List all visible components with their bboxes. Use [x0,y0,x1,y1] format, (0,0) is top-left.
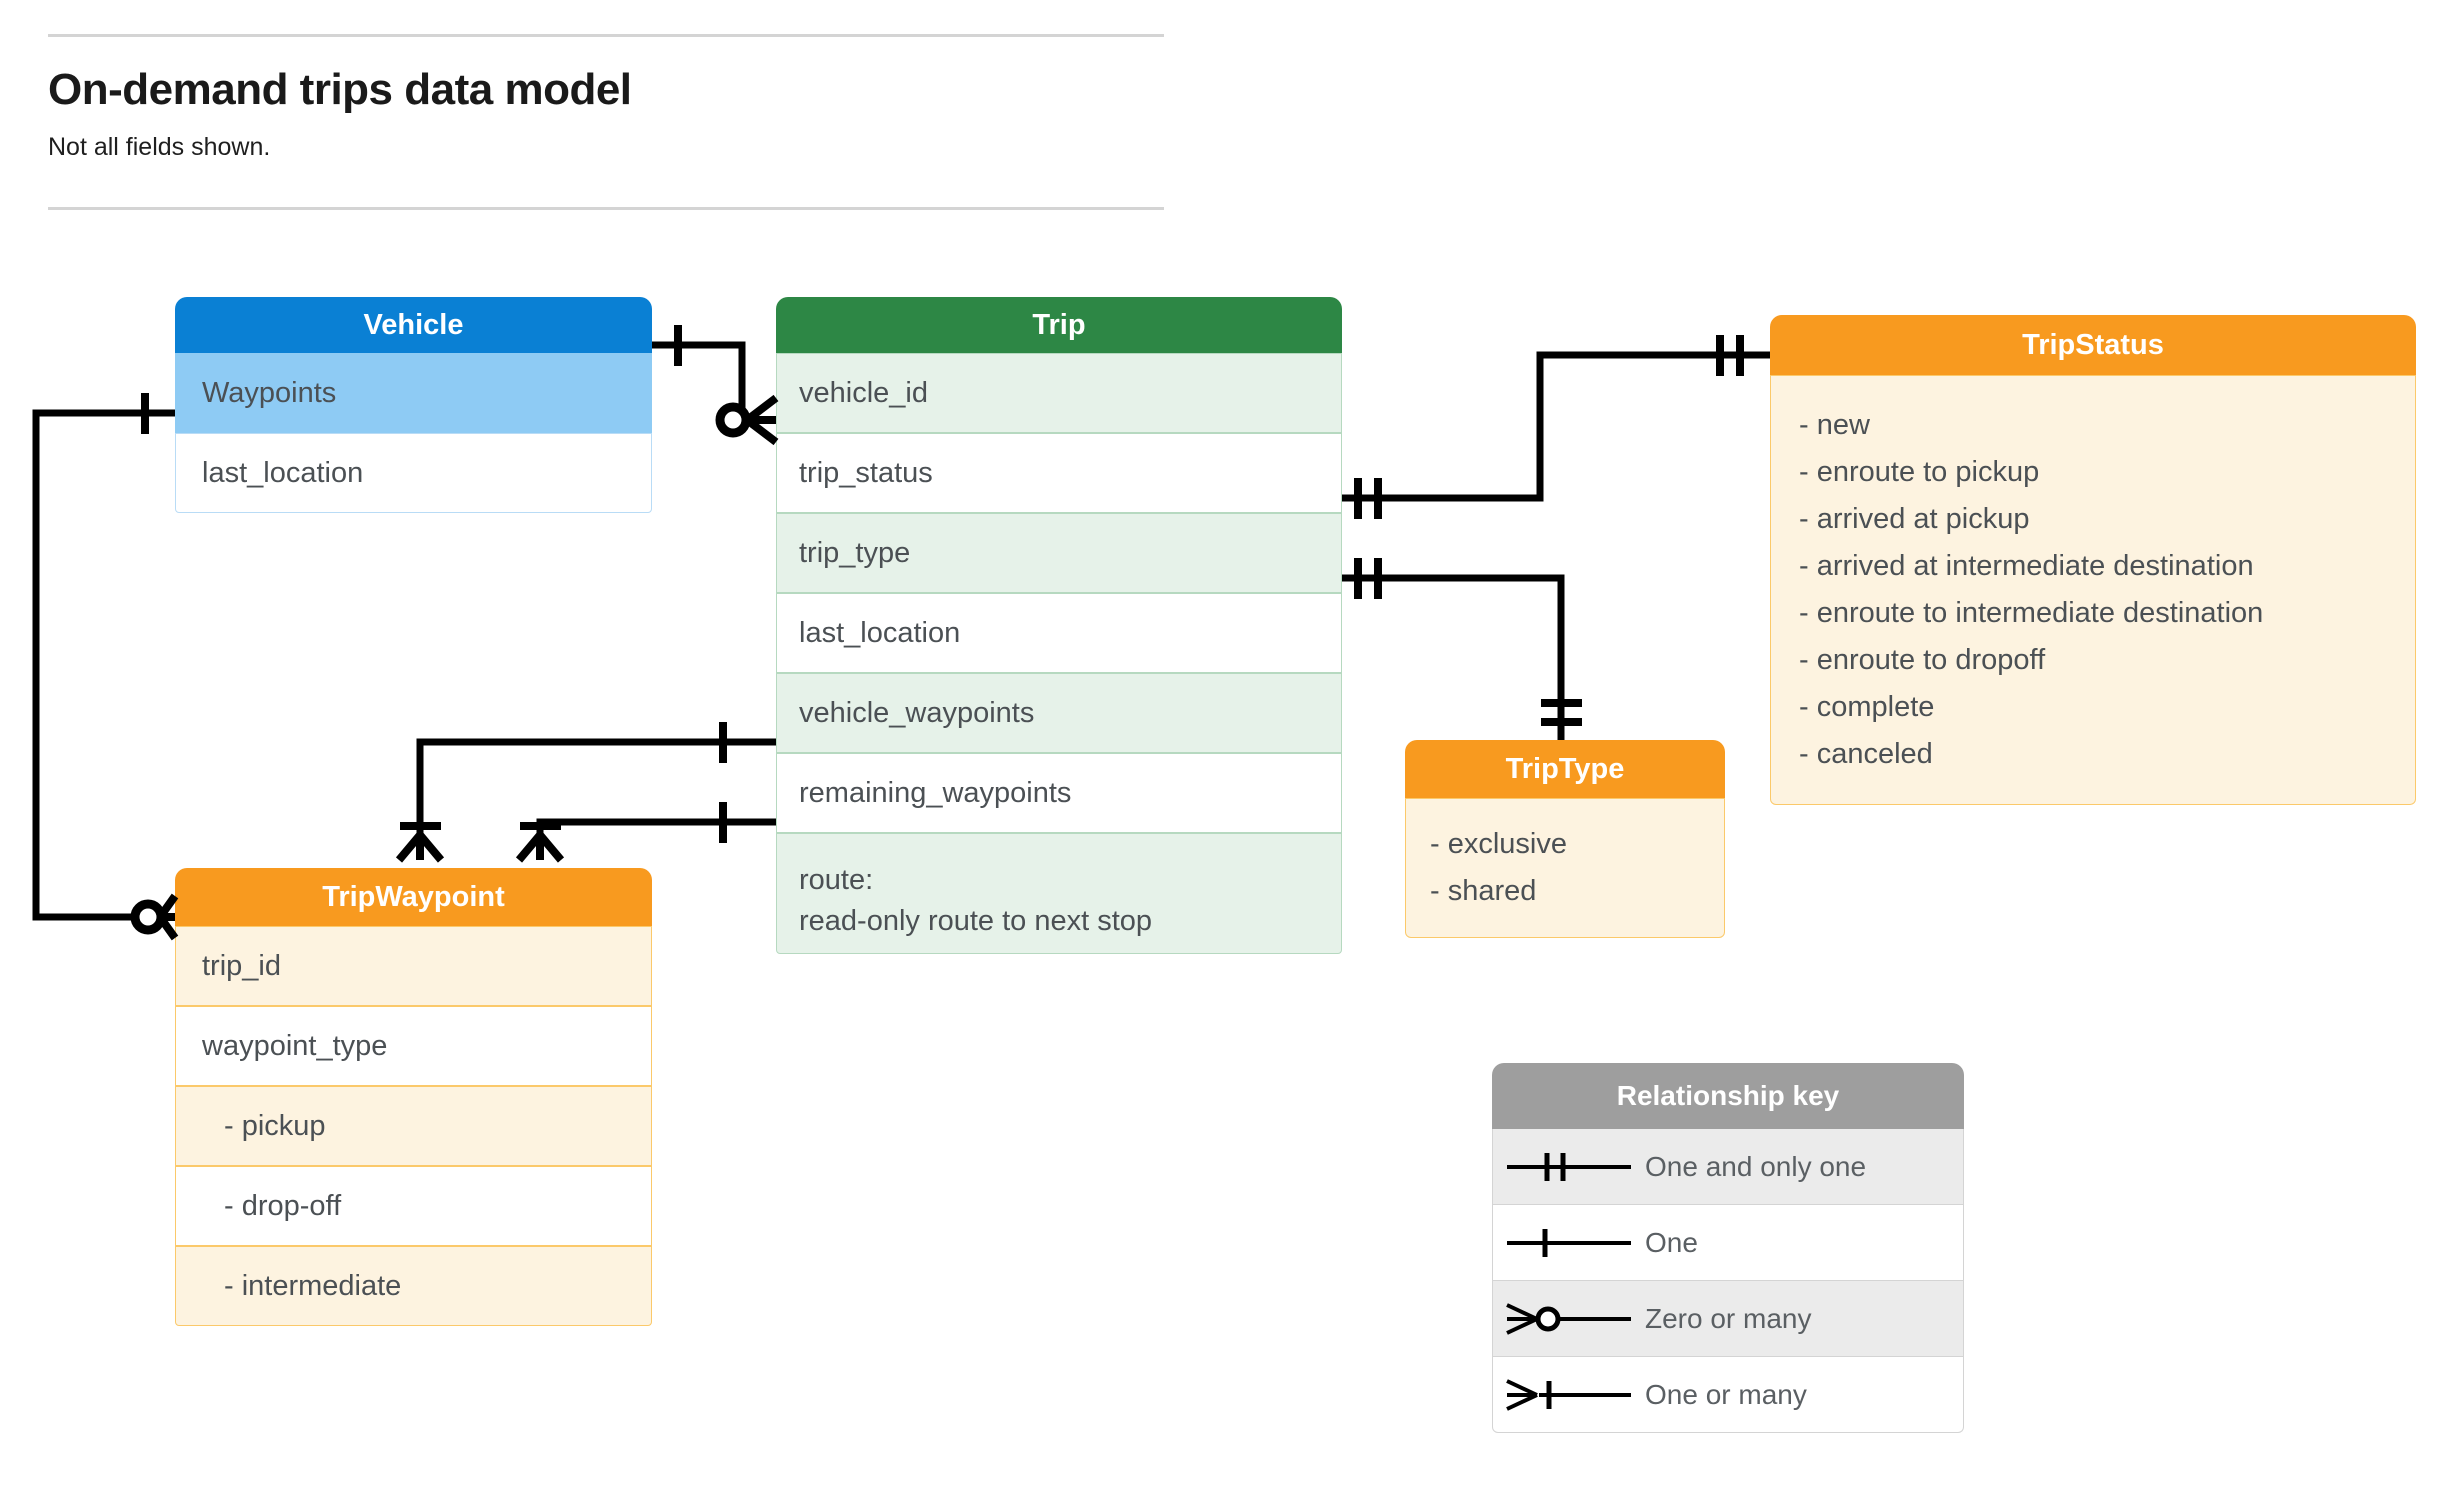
entity-tripstatus-title: TripStatus [1770,315,2416,375]
relationship-key-legend: Relationship key One and only one One [1492,1063,1964,1433]
field-trip-route-description: read-only route to next stop [799,905,1153,938]
entity-triptype-title: TripType [1405,740,1725,798]
field-trip-last-location[interactable]: last_location [776,593,1342,673]
page-subtitle: Not all fields shown. [48,133,271,161]
tripstatus-value: - enroute to dropoff [1799,643,2046,676]
tripstatus-value: - arrived at pickup [1799,502,2030,535]
field-trip-vehicle-id[interactable]: vehicle_id [776,353,1342,433]
legend-row-one-or-many: One or many [1492,1357,1964,1433]
one-and-only-one-icon [1493,1147,1645,1187]
legend-label: One and only one [1645,1150,1867,1182]
entity-triptype[interactable]: TripType - exclusive - shared [1405,740,1725,938]
legend-label: One [1645,1226,1698,1258]
connector-trip-type-to-triptype [1342,574,1565,740]
entity-triptype-values: - exclusive - shared [1405,798,1725,938]
entity-vehicle[interactable]: Vehicle Waypoints last_location [175,297,652,513]
tripstatus-value: - canceled [1799,737,1933,770]
relationship-key-title: Relationship key [1492,1063,1964,1129]
tripstatus-value: - complete [1799,690,1935,723]
tripstatus-value: - enroute to pickup [1799,455,2040,488]
tripstatus-value: - arrived at intermediate destination [1799,549,2254,582]
entity-tripstatus-values: - new - enroute to pickup - arrived at p… [1770,375,2416,805]
field-tripwaypoint-value-dropoff[interactable]: - drop-off [175,1166,652,1246]
connector-trip-status-to-tripstatus [1342,351,1770,502]
field-trip-trip-status[interactable]: trip_status [776,433,1342,513]
page-title: On-demand trips data model [48,65,632,114]
tripstatus-value: - new [1799,409,1870,441]
triptype-value: - exclusive [1430,828,1567,860]
legend-row-one-and-only-one: One and only one [1492,1129,1964,1205]
entity-trip-title: Trip [776,297,1342,353]
entity-tripstatus[interactable]: TripStatus - new - enroute to pickup - a… [1770,315,2416,805]
field-trip-trip-type[interactable]: trip_type [776,513,1342,593]
one-icon [1493,1223,1645,1263]
header-divider-bottom [48,207,1164,210]
connector-vehicle-to-trip [652,341,750,424]
field-trip-remaining-waypoints[interactable]: remaining_waypoints [776,753,1342,833]
triptype-value: - shared [1430,874,1537,907]
connector-vehicle-waypoints-to-tripwaypoint [32,409,175,921]
entity-tripwaypoint-title: TripWaypoint [175,868,652,926]
entity-tripwaypoint[interactable]: TripWaypoint trip_id waypoint_type - pic… [175,868,652,1326]
legend-row-zero-or-many: Zero or many [1492,1281,1964,1357]
field-vehicle-last-location[interactable]: last_location [175,433,652,513]
entity-trip[interactable]: Trip vehicle_id trip_status trip_type la… [776,297,1342,954]
legend-label: One or many [1645,1378,1807,1410]
connector-vehicle-waypoints-field-to-tripwaypoint [416,738,776,860]
zero-or-many-icon [1493,1299,1645,1339]
field-tripwaypoint-trip-id[interactable]: trip_id [175,926,652,1006]
field-tripwaypoint-value-pickup[interactable]: - pickup [175,1086,652,1166]
field-trip-route-note: route: read-only route to next stop [776,833,1342,954]
one-or-many-icon [1493,1375,1645,1415]
legend-row-one: One [1492,1205,1964,1281]
field-tripwaypoint-waypoint-type[interactable]: waypoint_type [175,1006,652,1086]
tripstatus-value: - enroute to intermediate destination [1799,596,2264,629]
field-vehicle-waypoints[interactable]: Waypoints [175,353,652,433]
field-trip-vehicle-waypoints[interactable]: vehicle_waypoints [776,673,1342,753]
connector-remaining-waypoints-to-tripwaypoint [536,818,776,860]
field-tripwaypoint-value-intermediate[interactable]: - intermediate [175,1246,652,1326]
field-trip-route-label: route: [799,864,874,896]
header-divider-top [48,34,1164,37]
legend-label: Zero or many [1645,1302,1812,1334]
entity-vehicle-title: Vehicle [175,297,652,353]
